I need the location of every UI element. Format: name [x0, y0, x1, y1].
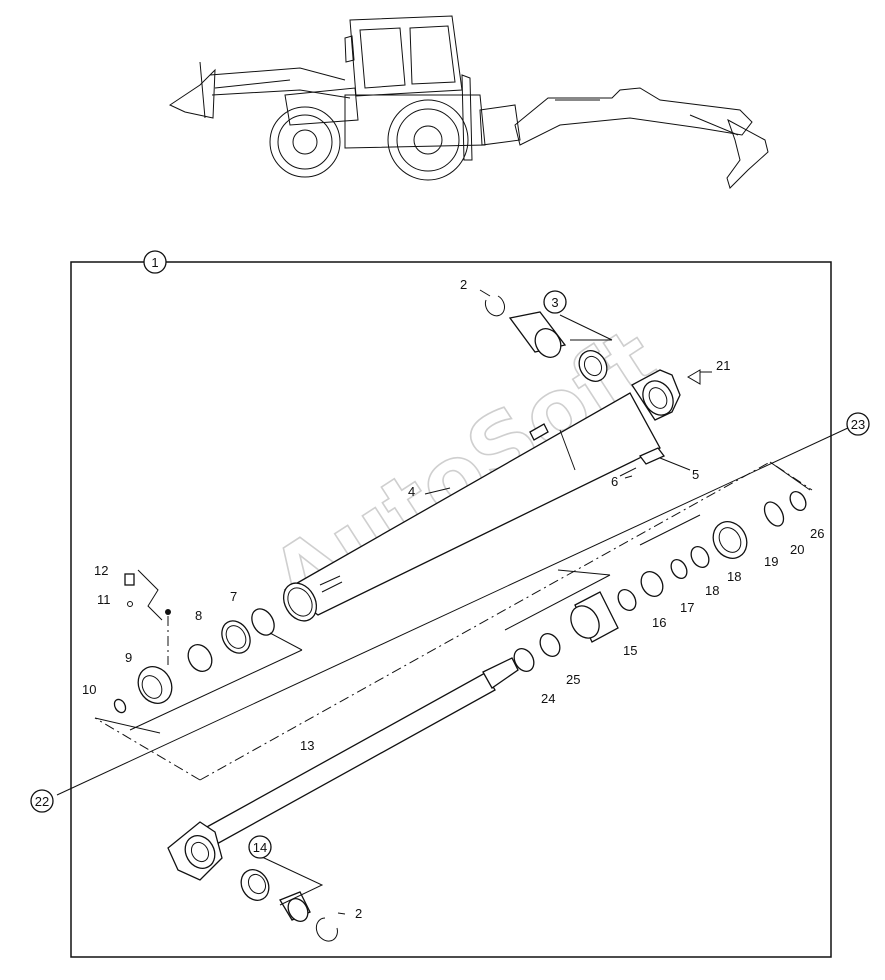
callout-10: 10: [82, 682, 96, 697]
callout-24: 24: [541, 691, 555, 706]
callout-5: 5: [692, 467, 699, 482]
callout-25: 25: [566, 672, 580, 687]
callout-13: 13: [300, 738, 314, 753]
callout-20: 20: [790, 542, 804, 557]
callout-11: 11: [97, 592, 111, 607]
callout-22: 22: [35, 794, 49, 809]
callout-12: 12: [94, 563, 108, 578]
callout-9: 9: [125, 650, 132, 665]
pin-assembly-bottom: [240, 869, 338, 942]
pin-assembly-top: [484, 295, 608, 382]
callout-4: 4: [408, 484, 415, 499]
callout-21: 21: [716, 358, 730, 373]
backhoe-loader-illustration: [168, 15, 769, 189]
callout-19: 19: [764, 554, 778, 569]
callout-7: 7: [230, 589, 237, 604]
gland-components: [113, 569, 275, 714]
group-outline: [94, 461, 813, 781]
assembly-frame: [70, 261, 832, 958]
callout-18-lower: 18: [705, 583, 719, 598]
callout-15: 15: [623, 643, 637, 658]
callout-3: 3: [551, 295, 558, 310]
arrow-icon: [687, 369, 701, 385]
callout-circles: [30, 250, 870, 859]
callout-1: 1: [151, 255, 158, 270]
callout-2-bottom: 2: [355, 906, 362, 921]
cylinder-tube: [282, 369, 681, 622]
callout-6: 6: [611, 474, 618, 489]
leader-lines: [56, 289, 851, 915]
callout-16: 16: [652, 615, 666, 630]
callout-14: 14: [253, 840, 267, 855]
callout-8: 8: [195, 608, 202, 623]
callout-17: 17: [680, 600, 694, 615]
callout-26: 26: [810, 526, 824, 541]
callout-18-upper: 18: [727, 569, 741, 584]
callout-2-top: 2: [460, 277, 467, 292]
callout-23: 23: [851, 417, 865, 432]
piston-components: [513, 447, 807, 672]
piston-rod: [167, 657, 519, 881]
